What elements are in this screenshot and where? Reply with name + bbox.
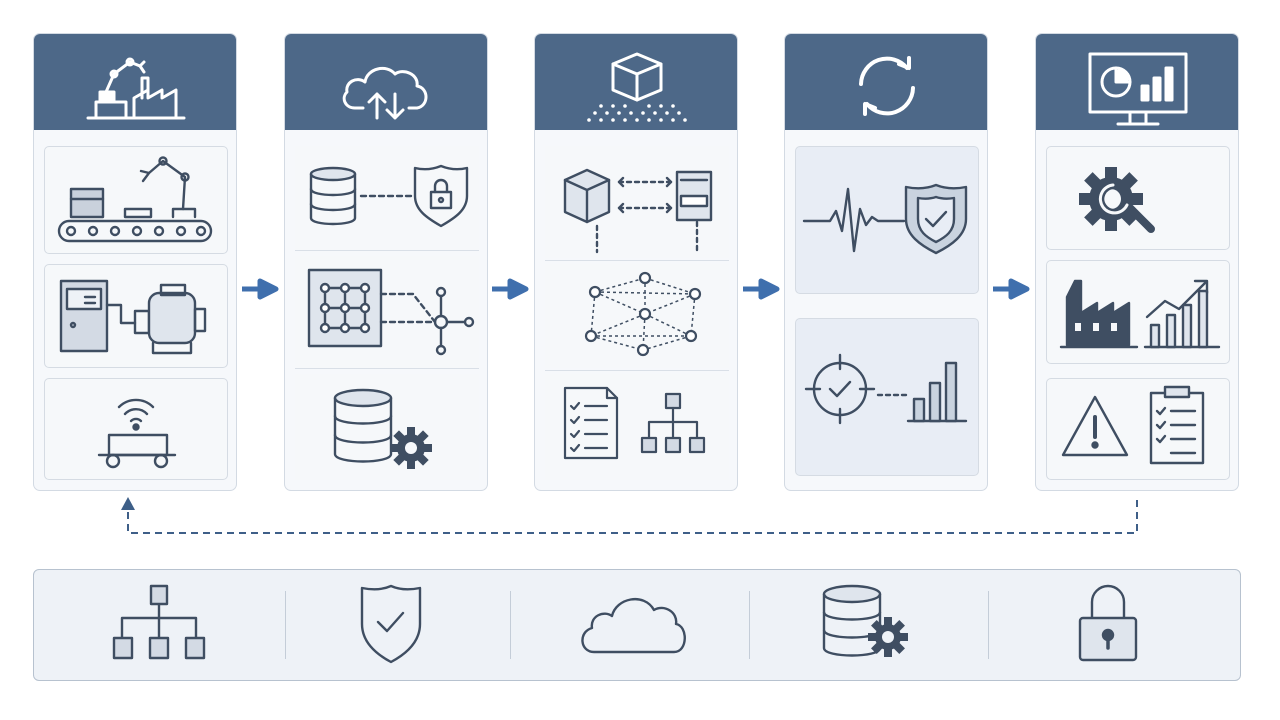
stage-acquisition-header: [34, 34, 236, 130]
checklist-hierarchy-tile: [545, 374, 729, 480]
cube-on-grid-icon: [587, 52, 687, 122]
stage-synchronization-column: [784, 33, 988, 491]
sync-arrows-icon: [859, 56, 915, 116]
cloud-upload-download-icon: [342, 66, 428, 120]
stage-acquisition-column: [33, 33, 237, 491]
wireless-cart-icon: [97, 398, 177, 469]
gear-wrench-icon: [1079, 167, 1155, 233]
tile-divider: [545, 370, 729, 371]
database-gear-icon: [333, 388, 432, 469]
stage-application-header: [1036, 34, 1238, 130]
network-graph-icon: [584, 271, 702, 357]
foundation-security: [344, 570, 434, 680]
stage-modeling-column: [534, 33, 738, 491]
cloud-icon: [581, 597, 686, 654]
stage-synchronization-header: [785, 34, 987, 130]
foundation-hierarchy: [104, 570, 214, 680]
flow-arrow-3: [743, 278, 780, 300]
bar-divider: [988, 591, 989, 659]
machine-tile: [44, 264, 228, 368]
flow-arrow-1: [242, 278, 279, 300]
bar-divider: [510, 591, 511, 659]
stage-application-column: [1035, 33, 1239, 491]
shield-check-icon: [360, 584, 422, 664]
database-lock-icon: [309, 164, 469, 228]
tile-divider: [295, 250, 479, 251]
robot-arm-factory-icon: [86, 57, 186, 120]
gear-wrench-tile: [1046, 146, 1230, 250]
network-graph-tile: [545, 264, 729, 368]
foundation-bar: [33, 569, 1241, 681]
target-bar-tile: [795, 318, 979, 476]
flow-arrow-4: [993, 278, 1030, 300]
database-gear-tile: [295, 374, 479, 480]
foundation-data: [814, 570, 914, 680]
stage-transmission-header: [285, 34, 487, 130]
tile-divider: [295, 368, 479, 369]
control-cabinet-motor-icon: [59, 279, 207, 355]
grid-network-tile: [295, 256, 479, 368]
cube-device-tile: [545, 146, 729, 258]
cube-to-device-icon: [563, 168, 713, 254]
target-bar-chart-icon: [804, 353, 968, 425]
bar-divider: [749, 591, 750, 659]
foundation-cloud: [574, 570, 694, 680]
stage-transmission-column: [284, 33, 488, 491]
monitor-dashboard-icon: [1088, 52, 1188, 126]
wireless-cart-tile: [44, 378, 228, 480]
hierarchy-icon: [112, 584, 206, 660]
grid-network-hub-icon: [307, 268, 475, 356]
warning-clipboard-tile: [1046, 378, 1230, 480]
pulse-shield-tile: [795, 146, 979, 294]
factory-growth-tile: [1046, 260, 1230, 364]
pulse-shield-icon: [802, 183, 968, 255]
stage-modeling-header: [535, 34, 737, 130]
feedback-loop-arrow: [121, 497, 1138, 534]
database-gear-icon: [822, 584, 908, 657]
warning-clipboard-icon: [1061, 385, 1205, 465]
foundation-access: [1064, 570, 1154, 680]
database-lock-tile: [295, 146, 479, 250]
conveyor-robot-tile: [44, 146, 228, 254]
padlock-icon: [1078, 584, 1138, 662]
checklist-hierarchy-icon: [563, 386, 706, 460]
bar-divider: [285, 591, 286, 659]
conveyor-robot-arm-icon: [57, 156, 213, 243]
tile-divider: [545, 260, 729, 261]
flow-arrow-2: [492, 278, 529, 300]
factory-growth-chart-icon: [1059, 279, 1221, 349]
